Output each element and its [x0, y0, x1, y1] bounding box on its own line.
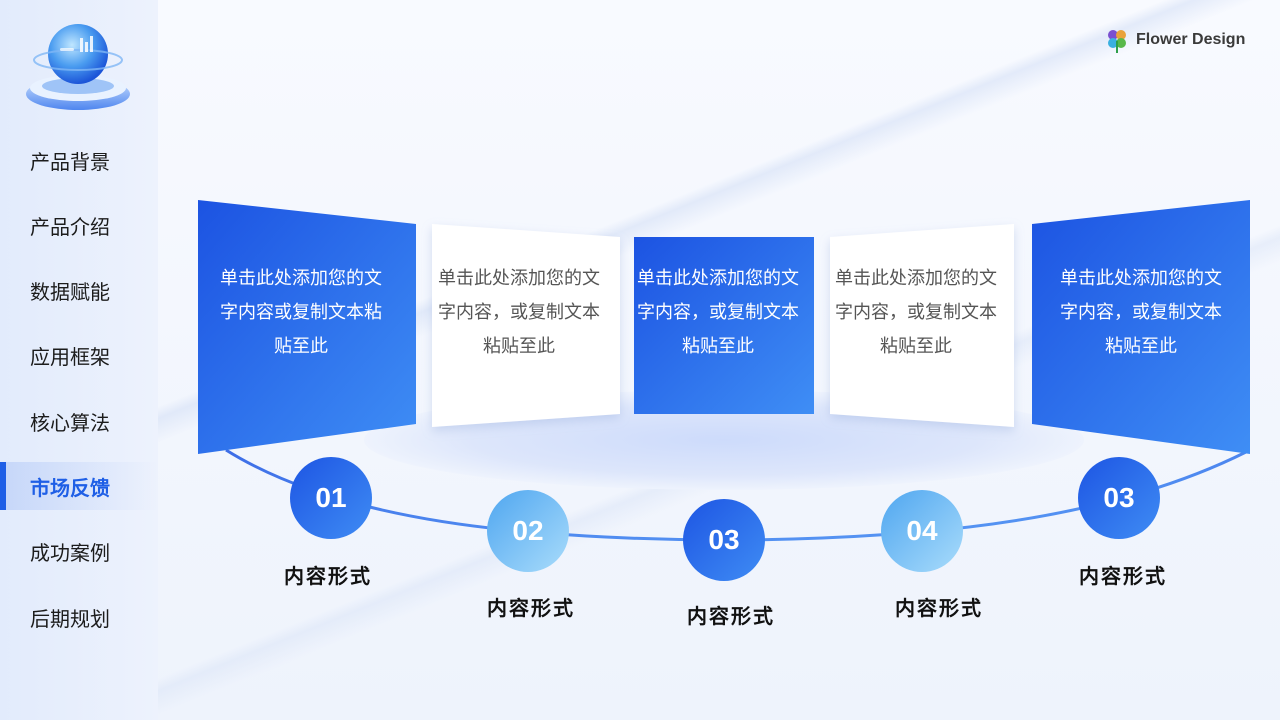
number-label-4: 04	[906, 515, 938, 546]
number-label-5: 03	[1103, 482, 1135, 513]
card-4-text: 单击此处添加您的文字内容，或复制文本粘贴至此	[835, 268, 997, 357]
card-1-text: 单击此处添加您的文字内容或复制文本粘贴至此	[220, 268, 382, 357]
caption-5: 内容形式	[1079, 564, 1167, 588]
sidebar-item-label: 成功案例	[30, 540, 110, 565]
logo-text: Flower Design	[1136, 31, 1246, 48]
number-circle-2	[487, 490, 569, 572]
sidebar-item-future-plan[interactable]: 后期规划	[0, 593, 158, 641]
card-3-panel	[634, 237, 814, 414]
sidebar-item-label: 后期规划	[30, 606, 110, 631]
globe-icon	[26, 24, 130, 110]
sidebar-item-label: 产品介绍	[30, 214, 110, 239]
number-circle-1	[290, 457, 372, 539]
caption-3: 内容形式	[687, 604, 775, 628]
card-3-text: 单击此处添加您的文字内容，或复制文本粘贴至此	[637, 268, 799, 357]
card-5-panel	[1032, 200, 1250, 454]
sidebar-item-core-algorithm[interactable]: 核心算法	[0, 397, 158, 445]
card-2-text: 单击此处添加您的文字内容，或复制文本粘贴至此	[438, 268, 600, 357]
card-1-panel	[198, 200, 416, 454]
number-circle-5	[1078, 457, 1160, 539]
number-circle-3	[683, 499, 765, 581]
sidebar-item-app-framework[interactable]: 应用框架	[0, 331, 158, 379]
caption-4: 内容形式	[895, 596, 983, 620]
flower-logo-icon	[1108, 30, 1126, 53]
sidebar-item-success-cases[interactable]: 成功案例	[0, 527, 158, 575]
number-circle-4	[881, 490, 963, 572]
brand-logo: Flower Design	[1104, 26, 1245, 54]
sidebar-item-label: 数据赋能	[30, 279, 110, 304]
sidebar-item-product-intro[interactable]: 产品介绍	[0, 201, 158, 249]
card-2-panel	[432, 224, 620, 427]
sidebar-item-label: 核心算法	[30, 410, 110, 435]
card-5-text: 单击此处添加您的文字内容，或复制文本粘贴至此	[1060, 268, 1222, 357]
number-label-1: 01	[315, 482, 347, 513]
sidebar-item-label: 应用框架	[30, 344, 110, 369]
sidebar-item-product-background[interactable]: 产品背景	[0, 136, 158, 184]
sidebar-item-market-feedback[interactable]: 市场反馈	[0, 462, 158, 510]
sidebar-item-data-empowerment[interactable]: 数据赋能	[0, 266, 158, 314]
sidebar-item-label: 产品背景	[30, 149, 110, 174]
sidebar-item-label: 市场反馈	[30, 475, 110, 500]
caption-1: 内容形式	[284, 564, 372, 588]
number-label-3: 03	[708, 524, 740, 555]
sidebar	[0, 0, 158, 720]
caption-2: 内容形式	[487, 596, 575, 620]
number-label-2: 02	[512, 515, 544, 546]
card-4-panel	[830, 224, 1014, 427]
